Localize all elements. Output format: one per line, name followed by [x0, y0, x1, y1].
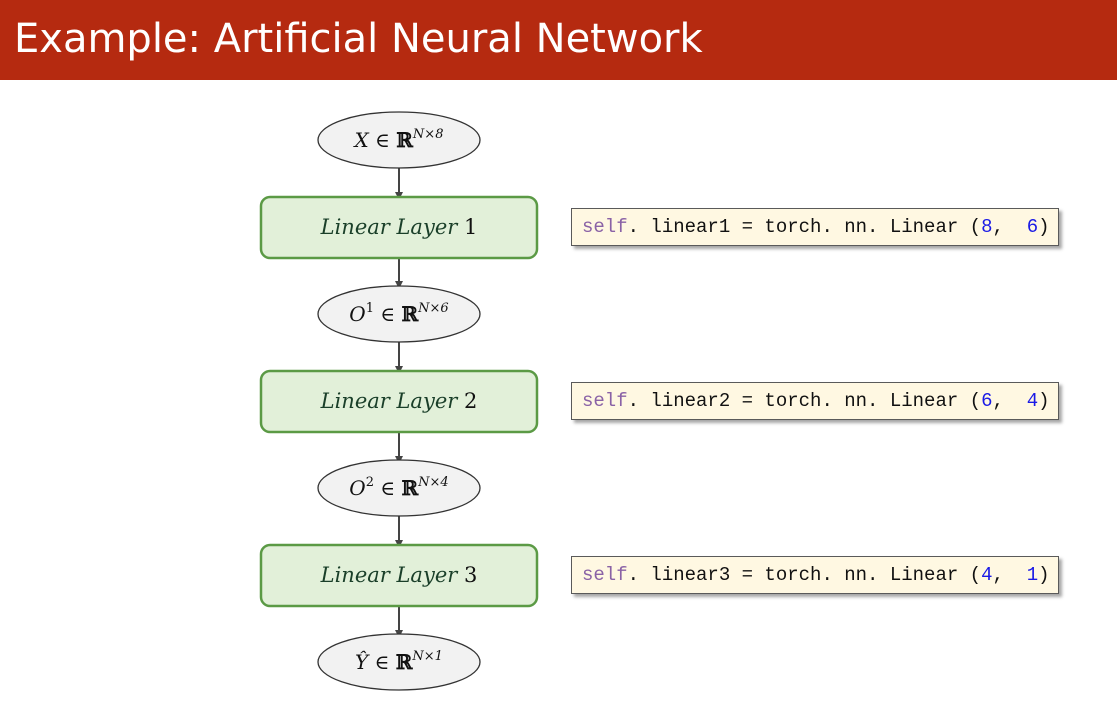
- node-input-label: X ∈ ℝN×8: [319, 128, 479, 152]
- input-dims: N×8: [412, 127, 444, 142]
- code-out-features: 1: [1026, 564, 1039, 586]
- element-of-symbol: ∈: [374, 650, 390, 674]
- o1-dims: N×6: [418, 301, 449, 316]
- node-output-label: Ŷ ∈ ℝN×1: [319, 650, 479, 674]
- code-close-paren: ): [1038, 390, 1050, 412]
- element-of-symbol: ∈: [380, 302, 396, 326]
- code-box-linear1: self. linear1 = torch. nn. Linear (8, 6): [571, 208, 1059, 246]
- layer3-box: [259, 543, 539, 608]
- code-in-features: 4: [981, 564, 993, 586]
- element-of-symbol: ∈: [375, 128, 390, 152]
- layer3-label: Linear Layer 3: [261, 562, 537, 588]
- layer1-label: Linear Layer 1: [261, 214, 537, 240]
- layer2-index: 2: [463, 389, 478, 413]
- node-o1-label: O1 ∈ ℝN×6: [319, 302, 479, 326]
- node-o2-label: O2 ∈ ℝN×4: [319, 476, 479, 500]
- element-of-symbol: ∈: [380, 476, 396, 500]
- real-set-symbol: ℝ: [395, 650, 413, 674]
- output-dims: N×1: [412, 649, 443, 664]
- code-close-paren: ): [1038, 564, 1050, 586]
- o1-symbol: O: [349, 302, 366, 326]
- layer2-box: [259, 369, 539, 434]
- real-set-symbol: ℝ: [396, 128, 413, 152]
- real-set-symbol: ℝ: [401, 302, 419, 326]
- code-expression: . linear3 = torch. nn. Linear (: [627, 564, 982, 586]
- o2-exponent: 2: [365, 475, 374, 490]
- code-out-features: 4: [1026, 390, 1039, 412]
- output-symbol: Ŷ: [355, 650, 369, 674]
- layer3-index: 3: [463, 563, 478, 587]
- code-separator: ,: [992, 564, 1027, 586]
- code-in-features: 8: [981, 216, 993, 238]
- node-o1-ellipse: [317, 285, 481, 343]
- o2-symbol: O: [349, 476, 366, 500]
- layer1-index: 1: [463, 215, 478, 239]
- code-in-features: 6: [981, 390, 993, 412]
- real-set-symbol: ℝ: [401, 476, 419, 500]
- code-self-keyword: self: [582, 564, 628, 586]
- code-close-paren: ): [1038, 216, 1050, 238]
- input-symbol: X: [354, 128, 369, 152]
- o1-exponent: 1: [365, 301, 374, 316]
- layer1-name: Linear Layer: [320, 215, 458, 239]
- code-separator: ,: [992, 390, 1027, 412]
- code-expression: . linear1 = torch. nn. Linear (: [627, 216, 982, 238]
- node-output-ellipse: [317, 633, 481, 691]
- layer2-label: Linear Layer 2: [261, 388, 537, 414]
- code-self-keyword: self: [582, 216, 628, 238]
- code-self-keyword: self: [582, 390, 628, 412]
- code-box-linear3: self. linear3 = torch. nn. Linear (4, 1): [571, 556, 1059, 594]
- layer2-name: Linear Layer: [320, 389, 458, 413]
- code-separator: ,: [992, 216, 1027, 238]
- code-out-features: 6: [1026, 216, 1039, 238]
- o2-dims: N×4: [418, 475, 449, 490]
- layer3-name: Linear Layer: [320, 563, 458, 587]
- node-o2-ellipse: [317, 459, 481, 517]
- slide-title: Example: Artificial Neural Network: [14, 16, 703, 62]
- title-bar: Example: Artificial Neural Network: [0, 0, 1117, 80]
- code-box-linear2: self. linear2 = torch. nn. Linear (6, 4): [571, 382, 1059, 420]
- code-expression: . linear2 = torch. nn. Linear (: [627, 390, 982, 412]
- node-input-ellipse: [317, 111, 481, 169]
- layer1-box: [259, 195, 539, 260]
